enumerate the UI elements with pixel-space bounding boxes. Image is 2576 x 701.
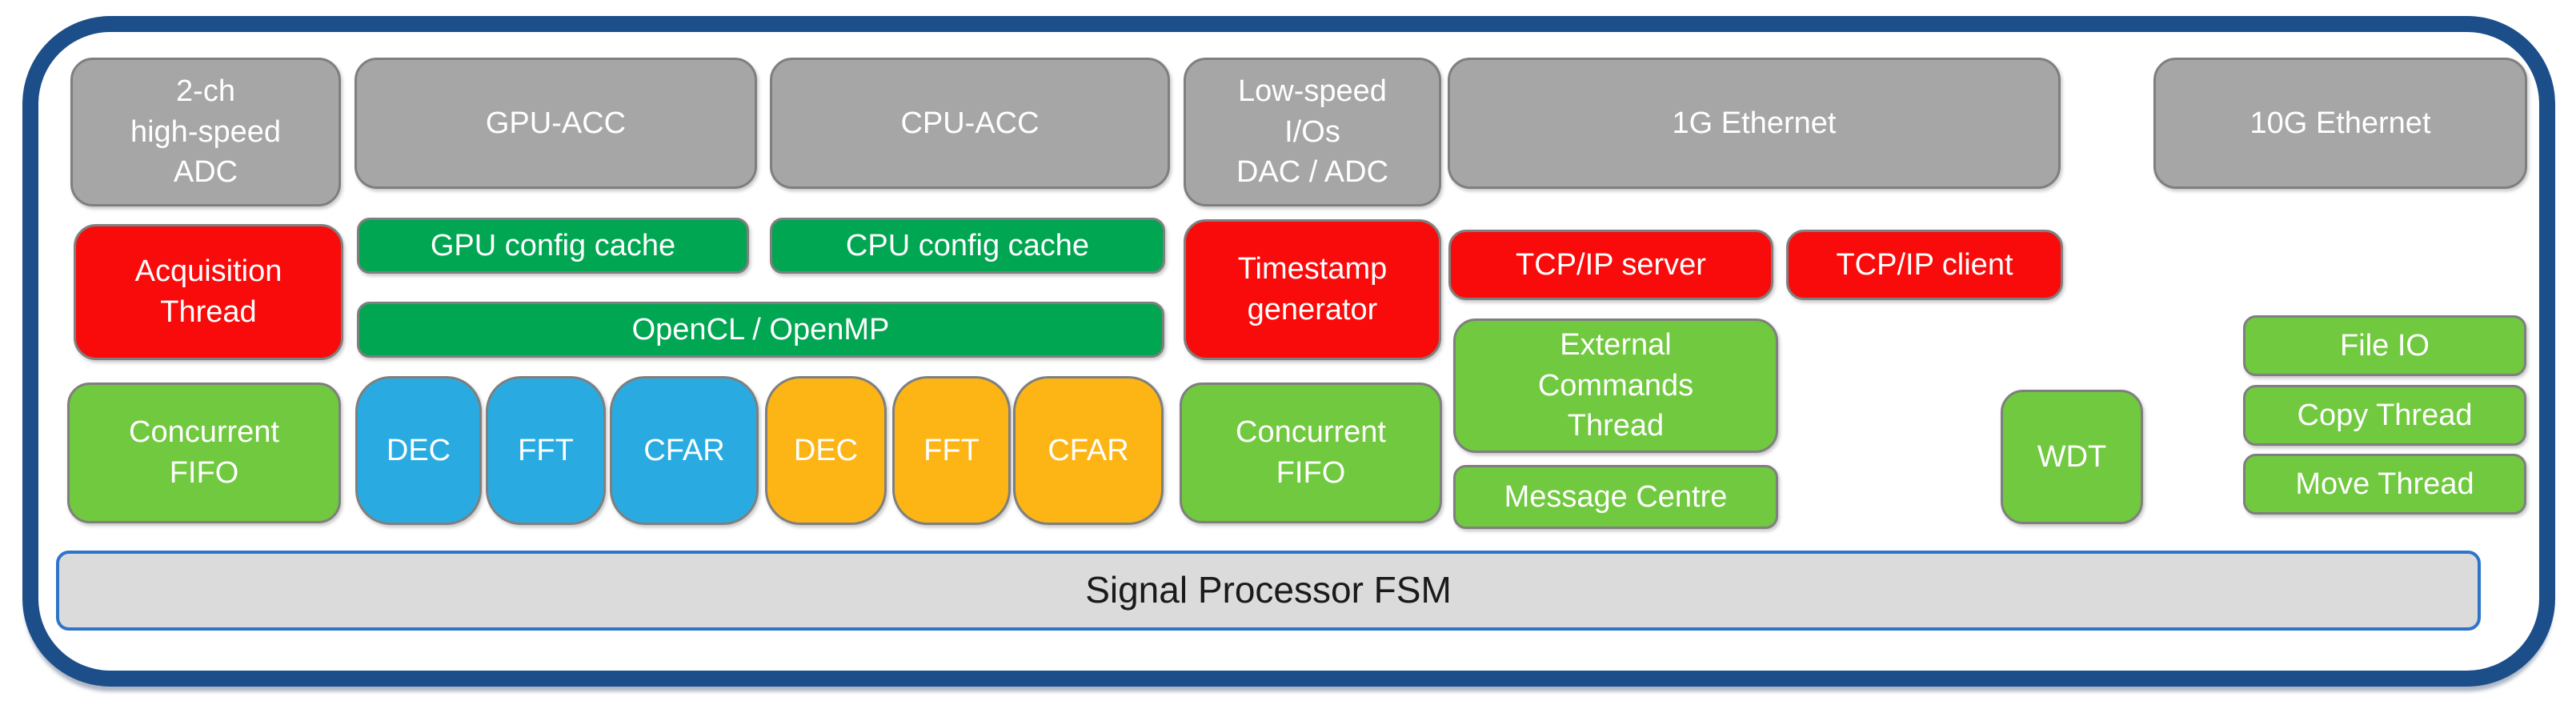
block-cpu-acc: CPU-ACC [770, 58, 1170, 189]
block-gpu-config-cache: GPU config cache [357, 218, 749, 274]
block-move-thread: Move Thread [2243, 454, 2526, 515]
block-1g-ethernet: 1G Ethernet [1448, 58, 2061, 189]
block-cfar-cpu: CFAR [1013, 376, 1164, 525]
block-signal-processor-fsm: Signal Processor FSM [56, 551, 2481, 631]
block-copy-thread: Copy Thread [2243, 385, 2526, 446]
block-dec-gpu: DEC [355, 376, 482, 525]
block-timestamp-generator: Timestamp generator [1184, 219, 1441, 360]
block-message-centre: Message Centre [1453, 465, 1778, 529]
block-gpu-acc: GPU-ACC [355, 58, 757, 189]
block-concurrent-fifo-right: Concurrent FIFO [1180, 383, 1442, 523]
block-fft-cpu: FFT [892, 376, 1011, 525]
block-opencl-openmp: OpenCL / OpenMP [357, 302, 1164, 358]
block-wdt: WDT [2001, 390, 2143, 524]
block-2ch-high-speed-adc: 2-ch high-speed ADC [70, 58, 341, 206]
block-fft-gpu: FFT [486, 376, 606, 525]
block-tcp-ip-client: TCP/IP client [1786, 230, 2063, 300]
block-10g-ethernet: 10G Ethernet [2153, 58, 2527, 189]
block-acquisition-thread: Acquisition Thread [74, 224, 343, 360]
block-cpu-config-cache: CPU config cache [770, 218, 1165, 274]
block-low-speed-ios-dac-adc: Low-speed I/Os DAC / ADC [1184, 58, 1441, 206]
block-tcp-ip-server: TCP/IP server [1448, 230, 1773, 300]
block-cfar-gpu: CFAR [610, 376, 759, 525]
block-dec-cpu: DEC [765, 376, 887, 525]
diagram-outer-frame [22, 16, 2555, 687]
block-external-commands-thread: External Commands Thread [1453, 318, 1778, 453]
block-concurrent-fifo-left: Concurrent FIFO [67, 383, 341, 523]
block-file-io: File IO [2243, 315, 2526, 376]
